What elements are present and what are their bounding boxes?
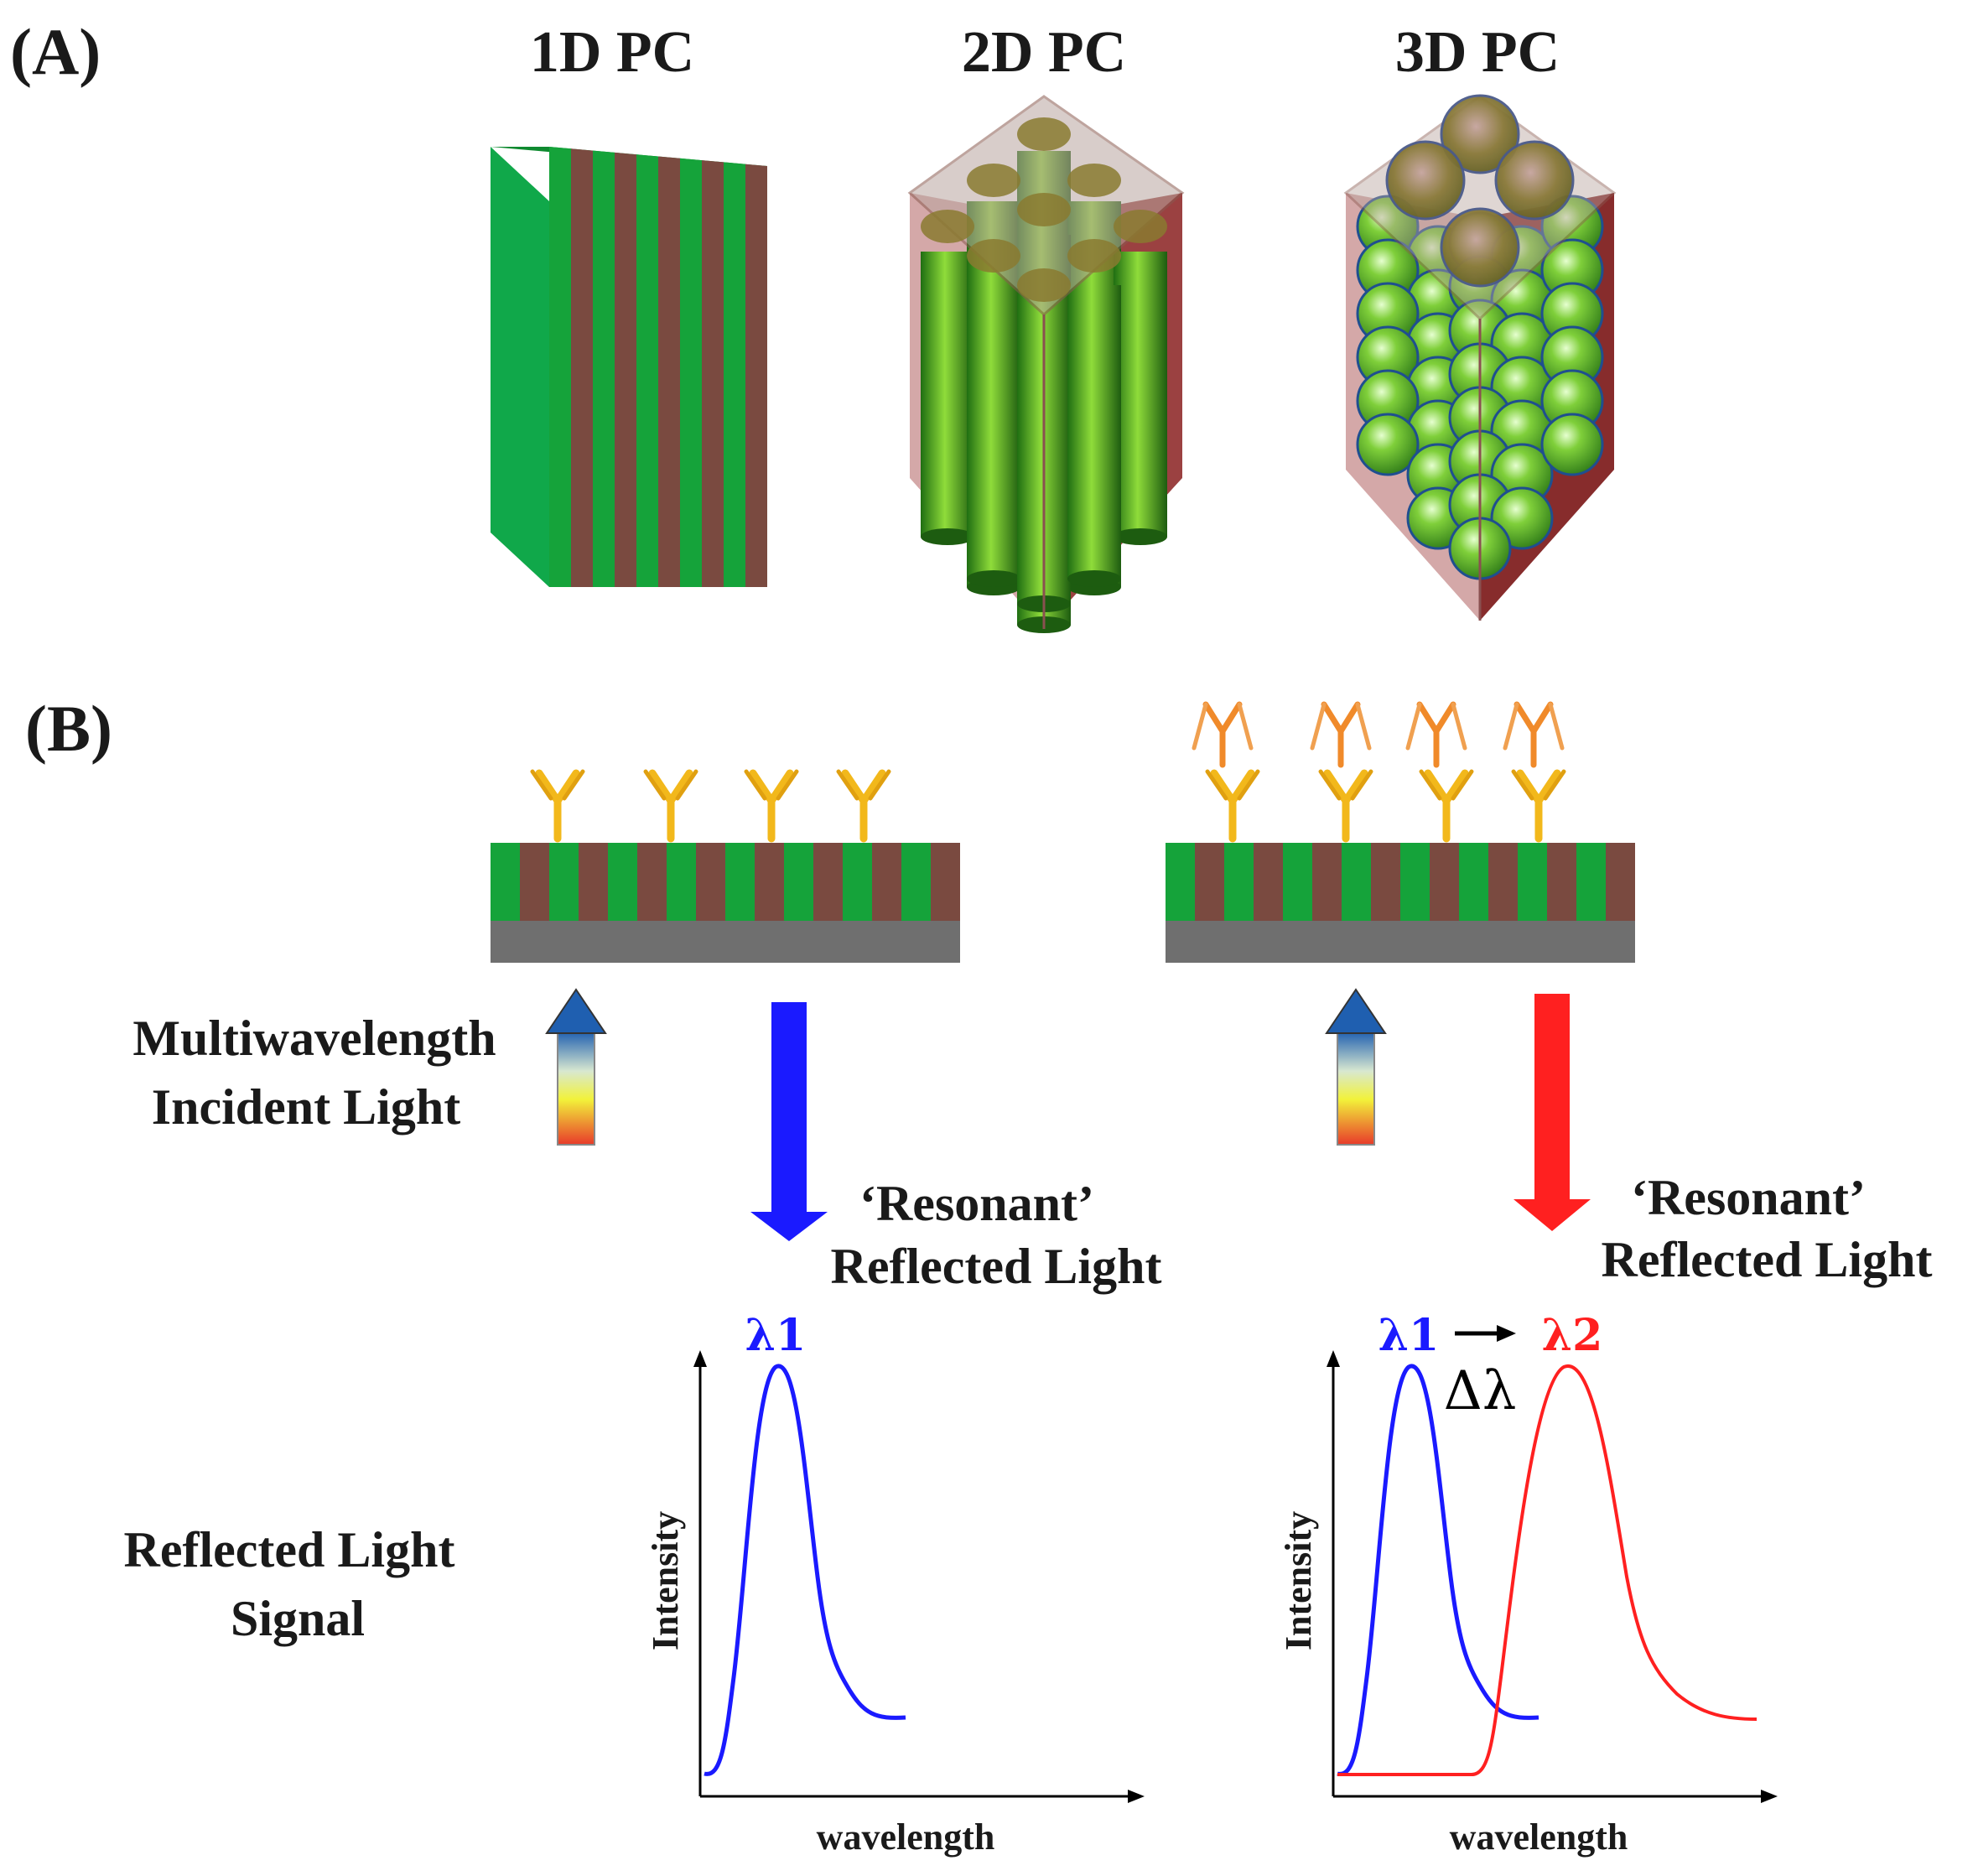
antibody: [839, 772, 889, 839]
panel-b-label: (B): [25, 692, 112, 765]
sensor-layer: [667, 843, 696, 921]
sensor-layer: [608, 843, 637, 921]
sensor-left: [491, 772, 960, 963]
sensor-layer: [1518, 843, 1547, 921]
plot-right-peak1-label: λ1: [1379, 1310, 1440, 1361]
cylinder-top: [1017, 193, 1071, 226]
plot-right-peak2-label: λ2: [1542, 1310, 1603, 1361]
cylinder-top: [1067, 164, 1121, 197]
sensor-layer: [1166, 843, 1195, 921]
antibody: [1207, 772, 1258, 839]
antigen: [1408, 704, 1465, 765]
plot-left-xlabel: wavelength: [817, 1816, 995, 1858]
crystal-1d-block: [491, 147, 767, 588]
antibody: [532, 772, 583, 839]
cylinder: [1067, 285, 1121, 579]
layer-stripe: [724, 162, 745, 587]
sphere-top: [1385, 140, 1466, 221]
antibody: [1513, 772, 1564, 839]
crystal-3d-block: [1343, 94, 1617, 621]
sphere: [1356, 413, 1420, 476]
incident-label-line2: Incident Light: [152, 1079, 460, 1135]
incident-label-line1: Multiwavelength: [132, 1011, 496, 1066]
plot-right-xlabel: wavelength: [1450, 1816, 1628, 1858]
layer-stripe: [702, 160, 724, 587]
reflected-arrow-blue: [750, 1002, 828, 1241]
cylinder-top: [1114, 210, 1167, 243]
sensor-layer: [725, 843, 755, 921]
plot-left-peak-label: λ1: [745, 1310, 807, 1361]
sphere-top: [1440, 207, 1520, 288]
layer-stripe: [636, 154, 658, 587]
cylinder: [921, 252, 974, 537]
sensor-layer: [1576, 843, 1606, 921]
cylinder-top: [921, 210, 974, 243]
sensor-layer: [843, 843, 872, 921]
reflected-label-right-line2: Reflected Light: [1602, 1232, 1933, 1287]
plot-right-curve-2: [1337, 1364, 1758, 1776]
sphere: [1540, 413, 1604, 476]
cylinder-top: [967, 239, 1020, 273]
sensor-right: [1166, 704, 1635, 963]
plot-left: λ1 Intensity wavelength: [645, 1310, 1145, 1858]
layer-stripe: [658, 156, 680, 587]
crystal-2d-label: 2D PC: [962, 20, 1126, 85]
incident-arrow-left: [545, 988, 607, 1146]
layer-stripe: [549, 147, 571, 587]
shift-label: Δλ: [1444, 1360, 1517, 1422]
cylinder-top: [967, 164, 1020, 197]
antibody: [746, 772, 797, 839]
antibody: [646, 772, 696, 839]
reflected-label-right-line1: ‘Resonant’: [1631, 1170, 1866, 1225]
sphere-top: [1440, 94, 1520, 174]
layer-stripe: [593, 150, 615, 588]
plot-left-ylabel: Intensity: [645, 1511, 686, 1650]
layer-stripe: [615, 152, 636, 587]
antibody: [1421, 772, 1472, 839]
cylinder-top: [1017, 268, 1071, 302]
sensor-layer: [1400, 843, 1430, 921]
sensor-layer: [901, 843, 931, 921]
layer-stripe: [571, 148, 593, 588]
sensor-layer: [1459, 843, 1488, 921]
sensor-layer: [491, 843, 520, 921]
antigen: [1312, 704, 1369, 765]
crystal-2d-block: [907, 95, 1185, 633]
layer-stripe: [680, 158, 702, 588]
signal-label-line1: Reflected Light: [124, 1522, 455, 1577]
reflected-label-left-line2: Reflected Light: [831, 1239, 1162, 1294]
sphere-top: [1494, 140, 1575, 221]
antigen: [1505, 704, 1562, 765]
cylinder-top: [1017, 117, 1071, 151]
sensor-layer: [1283, 843, 1312, 921]
cylinder-top: [1067, 239, 1121, 273]
sensor-layer: [1342, 843, 1371, 921]
reflected-arrow-red: [1513, 994, 1591, 1231]
sensor-layer: [1224, 843, 1254, 921]
plot-right: λ1 λ2 Δλ Intensity wavelength: [1278, 1310, 1778, 1858]
cylinder: [1114, 252, 1167, 537]
incident-arrow-right: [1325, 988, 1387, 1146]
signal-label-line2: Signal: [231, 1591, 365, 1646]
plot-right-ylabel: Intensity: [1278, 1511, 1319, 1650]
cylinder: [967, 285, 1020, 579]
panel-a-label: (A): [10, 15, 101, 88]
crystal-1d-label: 1D PC: [530, 20, 694, 85]
plot-left-curve: [704, 1364, 906, 1776]
sensor-layer: [549, 843, 579, 921]
plot-right-curve-1: [1337, 1364, 1539, 1776]
sensor-layer: [784, 843, 813, 921]
antibody: [1321, 772, 1371, 839]
layer-stripe: [745, 164, 767, 587]
antigen: [1194, 704, 1251, 765]
crystal-3d-label: 3D PC: [1395, 20, 1560, 85]
reflected-label-left-line1: ‘Resonant’: [859, 1176, 1094, 1231]
